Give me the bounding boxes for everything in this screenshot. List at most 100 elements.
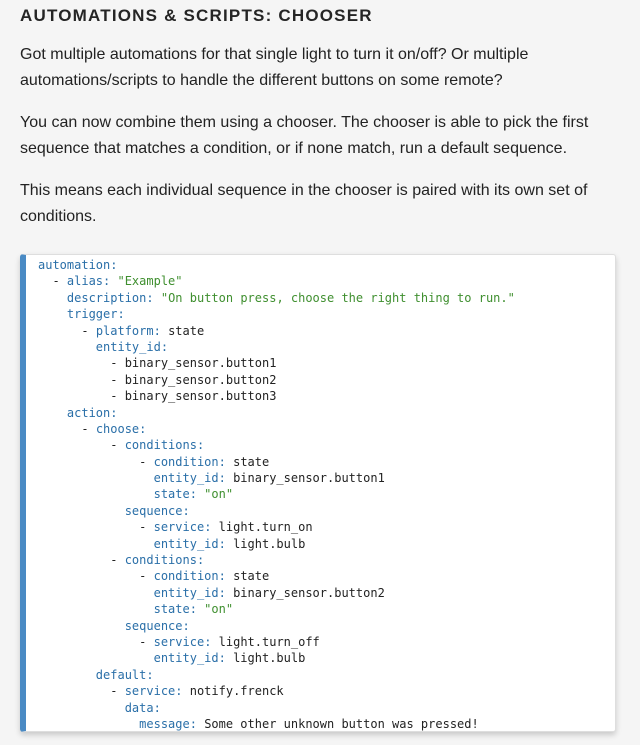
code-indent (38, 422, 81, 436)
code-value: binary_sensor.button2 (233, 585, 385, 600)
code-separator: : (196, 553, 205, 568)
code-line: - binary_sensor.button3 (38, 388, 615, 404)
code-line: entity_id: (38, 339, 615, 355)
code-value: state (233, 569, 270, 584)
code-line: - condition: state (38, 454, 615, 470)
paragraph-chooser: You can now combine them using a chooser… (20, 114, 589, 157)
code-separator: : (189, 716, 205, 731)
code-key: state (153, 602, 190, 617)
code-separator: : (153, 323, 169, 338)
code-key: choose (95, 421, 140, 436)
code-line: state: "on" (38, 486, 615, 502)
code-indent (38, 668, 96, 682)
code-line: sequence: (38, 503, 615, 519)
code-indent (38, 701, 125, 715)
code-indent (38, 635, 139, 649)
code-dash: - (81, 421, 96, 436)
code-indent (38, 553, 110, 567)
code-dash: - (110, 684, 125, 699)
code-separator: : (189, 602, 205, 617)
code-line: - service: light.turn_on (38, 519, 615, 535)
code-dash: - (110, 438, 125, 453)
code-dash: - (110, 372, 125, 387)
code-dash: - (110, 356, 125, 371)
code-dash: - (110, 553, 125, 568)
code-key: state (153, 487, 190, 502)
code-value: light.turn_off (218, 634, 320, 649)
code-line: default: (38, 667, 615, 683)
code-separator: : (146, 290, 161, 305)
code-separator: : (218, 651, 234, 666)
code-indent (38, 504, 125, 518)
code-separator: : (160, 339, 169, 354)
code-line: - conditions: (38, 437, 615, 453)
code-key: condition (153, 569, 219, 584)
code-indent (38, 324, 81, 338)
code-line: action: (38, 405, 615, 421)
code-separator: : (153, 700, 161, 715)
section-heading: AUTOMATIONS & SCRIPTS: CHOOSER (20, 6, 373, 25)
code-value: light.turn_on (218, 520, 313, 535)
code-line: - service: notify.frenck (38, 683, 615, 699)
code-key: trigger (66, 307, 118, 322)
code-separator: : (218, 471, 234, 486)
code-value: light.bulb (233, 651, 306, 666)
code-indent (38, 487, 154, 501)
code-key: entity_id (95, 339, 161, 354)
code-separator: : (110, 258, 118, 272)
code-indent (38, 586, 154, 600)
code-separator: : (218, 569, 234, 584)
code-key: automation (38, 258, 111, 272)
code-indent (38, 537, 154, 551)
code-line: - conditions: (38, 552, 615, 568)
code-indent (38, 373, 110, 387)
code-key: conditions (124, 438, 197, 453)
code-separator: : (218, 585, 234, 600)
code-separator: : (182, 618, 190, 633)
code-key: service (124, 684, 176, 699)
code-key: default (95, 667, 147, 682)
code-separator: : (146, 667, 154, 682)
code-line: data: (38, 700, 615, 716)
code-value: binary_sensor.button1 (233, 471, 385, 486)
code-indent (38, 406, 67, 420)
code-line: - binary_sensor.button2 (38, 372, 615, 388)
code-line: entity_id: binary_sensor.button1 (38, 470, 615, 486)
code-value: state (168, 323, 205, 338)
code-indent (38, 389, 110, 403)
code-separator: : (204, 520, 219, 535)
code-value: binary_sensor.button2 (124, 372, 277, 387)
code-value: "on" (204, 487, 234, 502)
code-indent (38, 274, 52, 288)
code-line: description: "On button press, choose th… (38, 290, 615, 306)
code-dash: - (139, 520, 154, 535)
code-indent (38, 651, 154, 665)
yaml-code: automation: - alias: "Example" descripti… (26, 255, 615, 731)
code-indent (38, 455, 139, 469)
code-line: state: "on" (38, 601, 615, 617)
code-key: message (139, 716, 190, 731)
code-indent (38, 307, 67, 321)
code-separator: : (182, 503, 190, 518)
code-indent (38, 356, 110, 370)
paragraph-conditions: This means each individual sequence in t… (20, 182, 588, 225)
code-indent (38, 291, 67, 305)
code-value: "Example" (117, 274, 183, 289)
code-line: entity_id: light.bulb (38, 650, 615, 666)
code-key: platform (95, 323, 154, 338)
code-separator: : (103, 274, 118, 289)
code-line: message: Some other unknown button was p… (38, 716, 615, 731)
code-dash: - (110, 389, 125, 404)
code-separator: : (175, 684, 190, 699)
code-dash: - (81, 323, 96, 338)
code-separator: : (139, 421, 147, 436)
code-value: notify.frenck (189, 684, 284, 699)
code-dash: - (139, 569, 154, 584)
code-indent (38, 684, 110, 698)
code-line: entity_id: binary_sensor.button2 (38, 585, 615, 601)
code-separator: : (110, 405, 118, 420)
code-key: action (66, 405, 111, 420)
code-value: "On button press, choose the right thing… (160, 290, 515, 305)
code-separator: : (218, 536, 234, 551)
